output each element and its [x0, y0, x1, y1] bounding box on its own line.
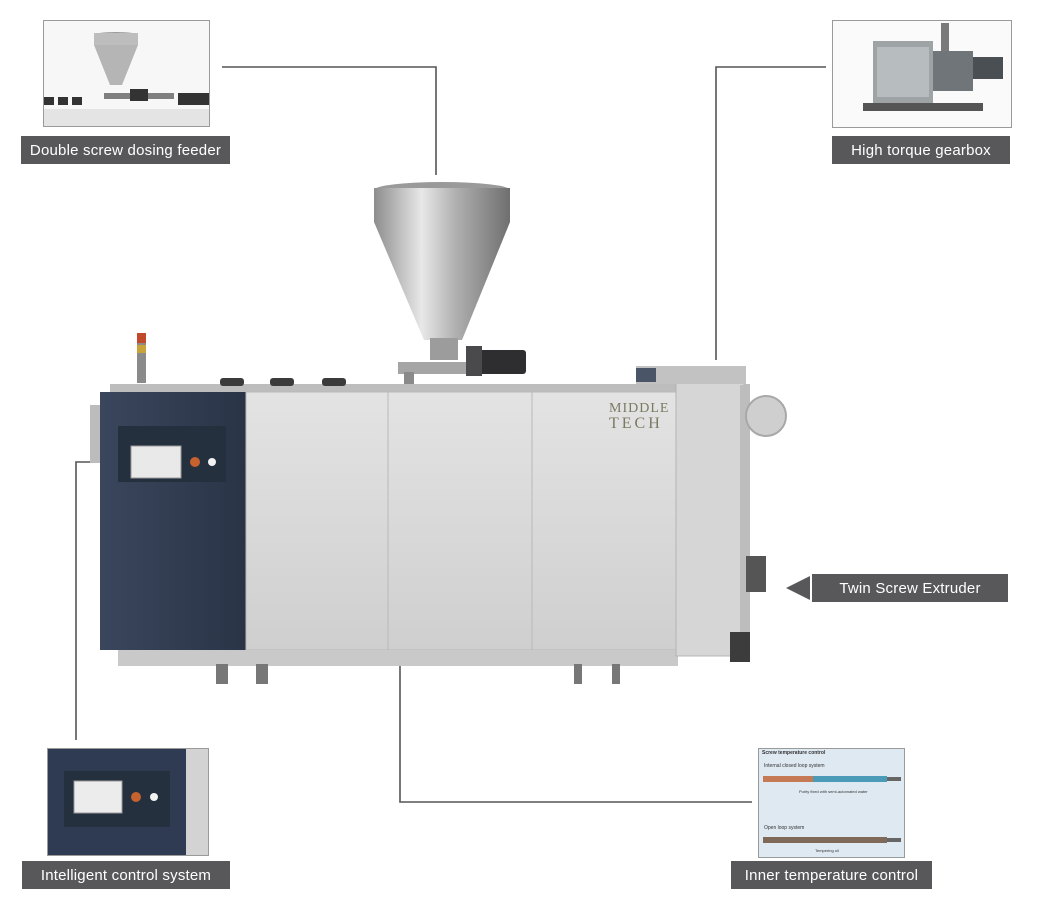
temperature-control-thumbnail: Screw temperature control Internal close… — [758, 748, 905, 858]
brand-logo: MIDDLE TECH — [609, 402, 669, 432]
open-loop-screw-image — [763, 837, 901, 843]
hopper-cone — [374, 222, 510, 340]
gearbox-flange — [745, 395, 787, 437]
panel-2 — [387, 391, 533, 651]
hopper-neck — [430, 338, 458, 360]
machine-top-bar — [110, 384, 750, 394]
temp-thumb-open-note: Tempering oil — [815, 848, 839, 853]
feeder-tube — [398, 362, 488, 374]
label-extruder: Twin Screw Extruder — [812, 574, 1008, 602]
temp-thumb-internal-note: Purity fixed with semi-automated water — [799, 789, 868, 794]
label-temperature-control: Inner temperature control — [731, 861, 932, 889]
connector-dosing-feeder — [222, 66, 437, 175]
feeder-gear — [466, 346, 482, 376]
gearbox-housing — [675, 377, 745, 657]
feeder-stand — [404, 372, 414, 386]
dosing-feeder-thumbnail — [43, 20, 210, 127]
label-gearbox: High torque gearbox — [832, 136, 1010, 164]
temp-thumb-open: Open loop system — [764, 825, 805, 831]
temp-thumb-title: Screw temperature control — [762, 750, 826, 756]
logo-line-2: TECH — [609, 415, 663, 432]
machine-base — [118, 650, 678, 666]
gearbox-thumbnail — [832, 20, 1012, 128]
dosing-feeder-image — [44, 32, 209, 126]
panel-1 — [245, 391, 389, 651]
gearbox-image — [863, 23, 1003, 111]
logo-line-1: MIDDLE — [609, 401, 670, 416]
connector-gearbox — [715, 66, 826, 360]
label-control-system: Intelligent control system — [22, 861, 230, 889]
signal-tower — [137, 333, 146, 383]
hmi-screen — [130, 445, 182, 479]
feeder-motor — [478, 350, 526, 374]
control-system-thumbnail — [47, 748, 209, 856]
closed-loop-screw-image — [763, 776, 901, 782]
control-system-image — [48, 749, 208, 855]
pointer-arrow-icon — [786, 576, 810, 600]
hopper-top — [374, 188, 510, 222]
label-dosing-feeder: Double screw dosing feeder — [21, 136, 230, 164]
temp-thumb-internal: Internal closed loop system — [764, 763, 825, 769]
